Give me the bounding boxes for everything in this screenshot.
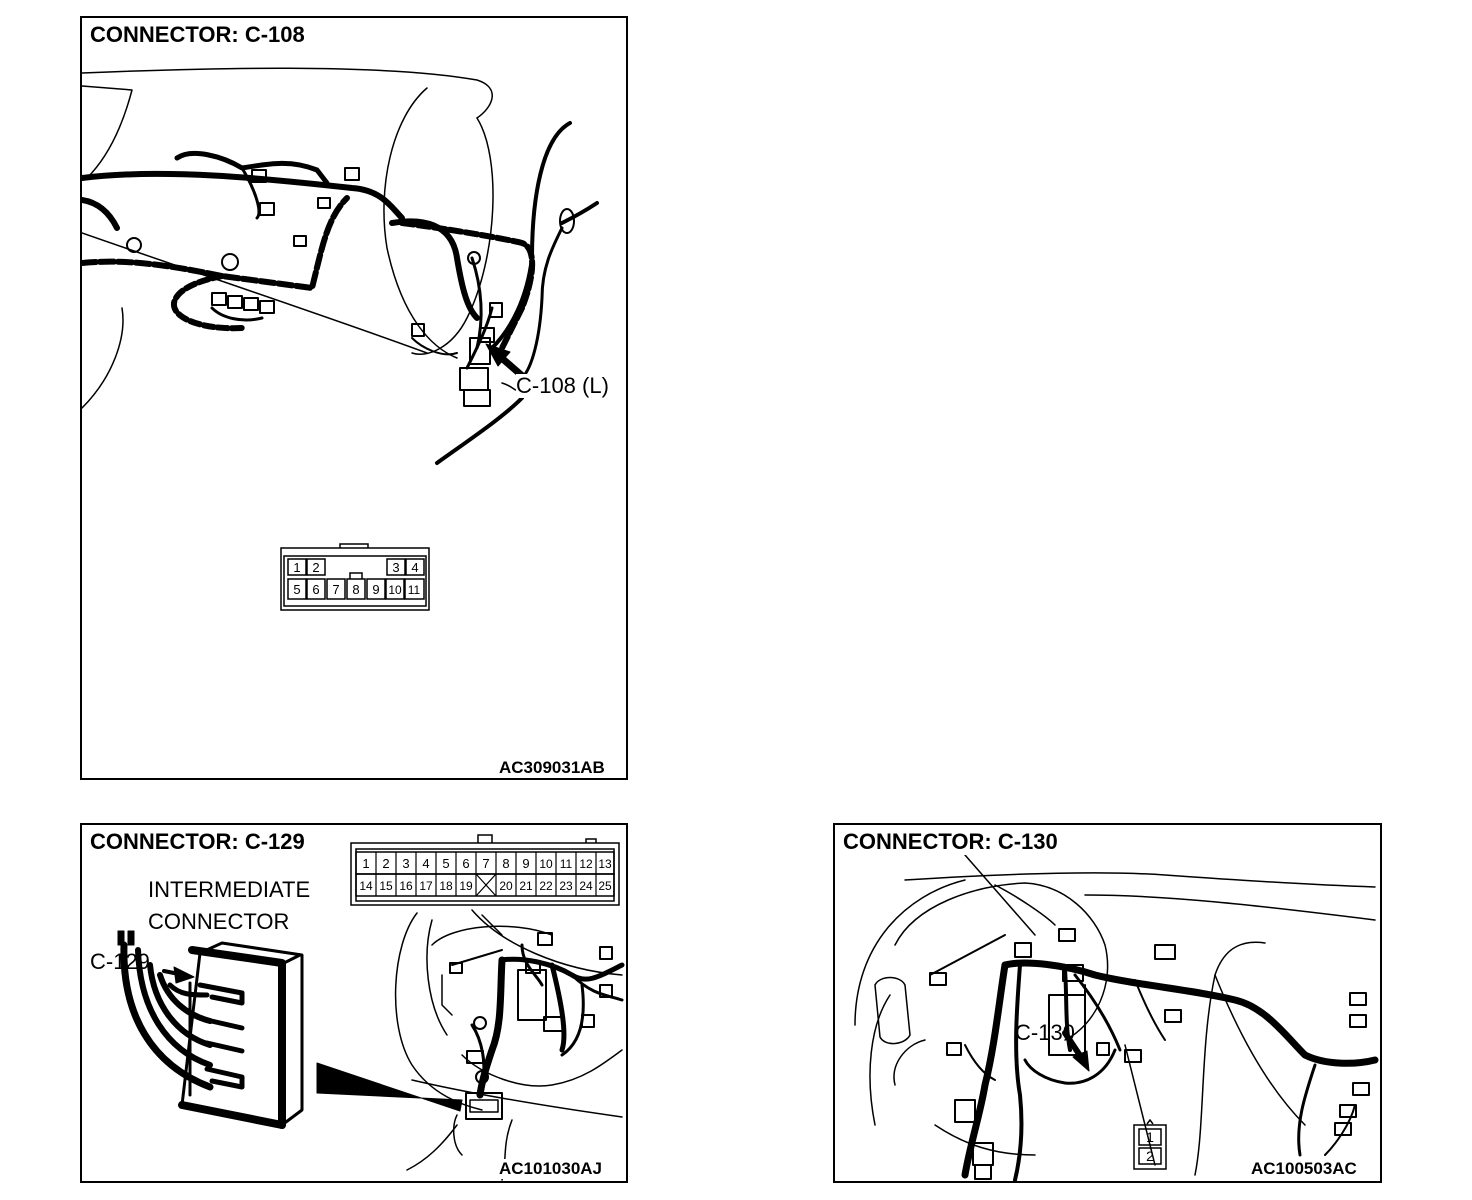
c129-pin: 1: [362, 856, 369, 871]
c129-pin: 25: [598, 879, 612, 893]
c129-pin: 21: [519, 879, 533, 893]
c129-label-connector: CONNECTOR: [148, 909, 290, 934]
c129-pin: 12: [579, 857, 593, 871]
c129-location-illustration: [117, 909, 625, 1181]
c129-pin: 14: [359, 879, 373, 893]
c130-callout-label: C-130: [1015, 1020, 1075, 1045]
c108-pinout: 1 2 3 4 5 6 7 8 9 10 11: [280, 543, 430, 611]
c108-pin: 8: [352, 582, 359, 597]
panel-c129: CONNECTOR: C-129 INTERMEDIATE CONNECTOR …: [80, 823, 628, 1183]
c129-pin: 3: [402, 856, 409, 871]
c129-pin: 20: [499, 879, 513, 893]
c129-title: CONNECTOR: C-129: [86, 829, 311, 855]
c129-pin: 16: [399, 879, 413, 893]
c108-callout-label: C-108 (L): [516, 373, 609, 398]
c108-pin: 10: [388, 583, 402, 597]
c129-pin: 24: [579, 879, 593, 893]
c129-pin: 11: [560, 857, 573, 871]
c129-figure-code: AC101030AJ: [497, 1159, 605, 1179]
c129-pinout: 1 2 3 4 5 6 7 8 9 10 11 12 13 14 15 16 1…: [350, 834, 620, 906]
c108-pin: 5: [293, 582, 300, 597]
panel-c130: CONNECTOR: C-130 C-130 1 2 AC100503AC: [833, 823, 1382, 1183]
c129-pin: 4: [422, 856, 429, 871]
c108-pin: 3: [392, 560, 399, 575]
c130-pin: 2: [1146, 1148, 1154, 1164]
c129-pin: 23: [559, 879, 573, 893]
c129-pin: 7: [482, 856, 489, 871]
c129-pin: 13: [598, 857, 612, 871]
c130-pin: 1: [1146, 1129, 1154, 1145]
c108-location-illustration: [82, 67, 599, 465]
c108-figure-code: AC309031AB: [497, 758, 607, 778]
c129-pin: 15: [379, 879, 393, 893]
panel-c108: CONNECTOR: C-108 C-108 (L) 1 2 3 4 5 6 7…: [80, 16, 628, 780]
c108-pin: 11: [408, 583, 421, 597]
c129-callout-label: C-129: [90, 949, 150, 974]
c129-pin: 5: [442, 856, 449, 871]
c129-label-intermediate: INTERMEDIATE: [148, 877, 311, 902]
c129-pin: 2: [382, 856, 389, 871]
c108-pin: 2: [312, 560, 319, 575]
c108-title: CONNECTOR: C-108: [86, 22, 311, 48]
c130-figure-code: AC100503AC: [1249, 1159, 1359, 1179]
c129-pin: 19: [459, 879, 473, 893]
c129-pin: 17: [419, 879, 433, 893]
c130-title: CONNECTOR: C-130: [839, 829, 1064, 855]
c108-pin: 6: [312, 582, 319, 597]
c129-pin: 8: [502, 856, 509, 871]
c129-pin: 10: [539, 857, 553, 871]
c108-pin: 9: [372, 582, 379, 597]
c108-pin: 4: [411, 560, 418, 575]
c129-pin: 22: [539, 879, 553, 893]
c108-pin: 1: [293, 560, 300, 575]
c129-pin: 6: [462, 856, 469, 871]
c130-pinout: 1 2: [1133, 1119, 1167, 1170]
c108-pin: 7: [332, 582, 339, 597]
c130-location-illustration: [854, 854, 1379, 1181]
c129-pin: 18: [439, 879, 453, 893]
c129-pin: 9: [522, 856, 529, 871]
